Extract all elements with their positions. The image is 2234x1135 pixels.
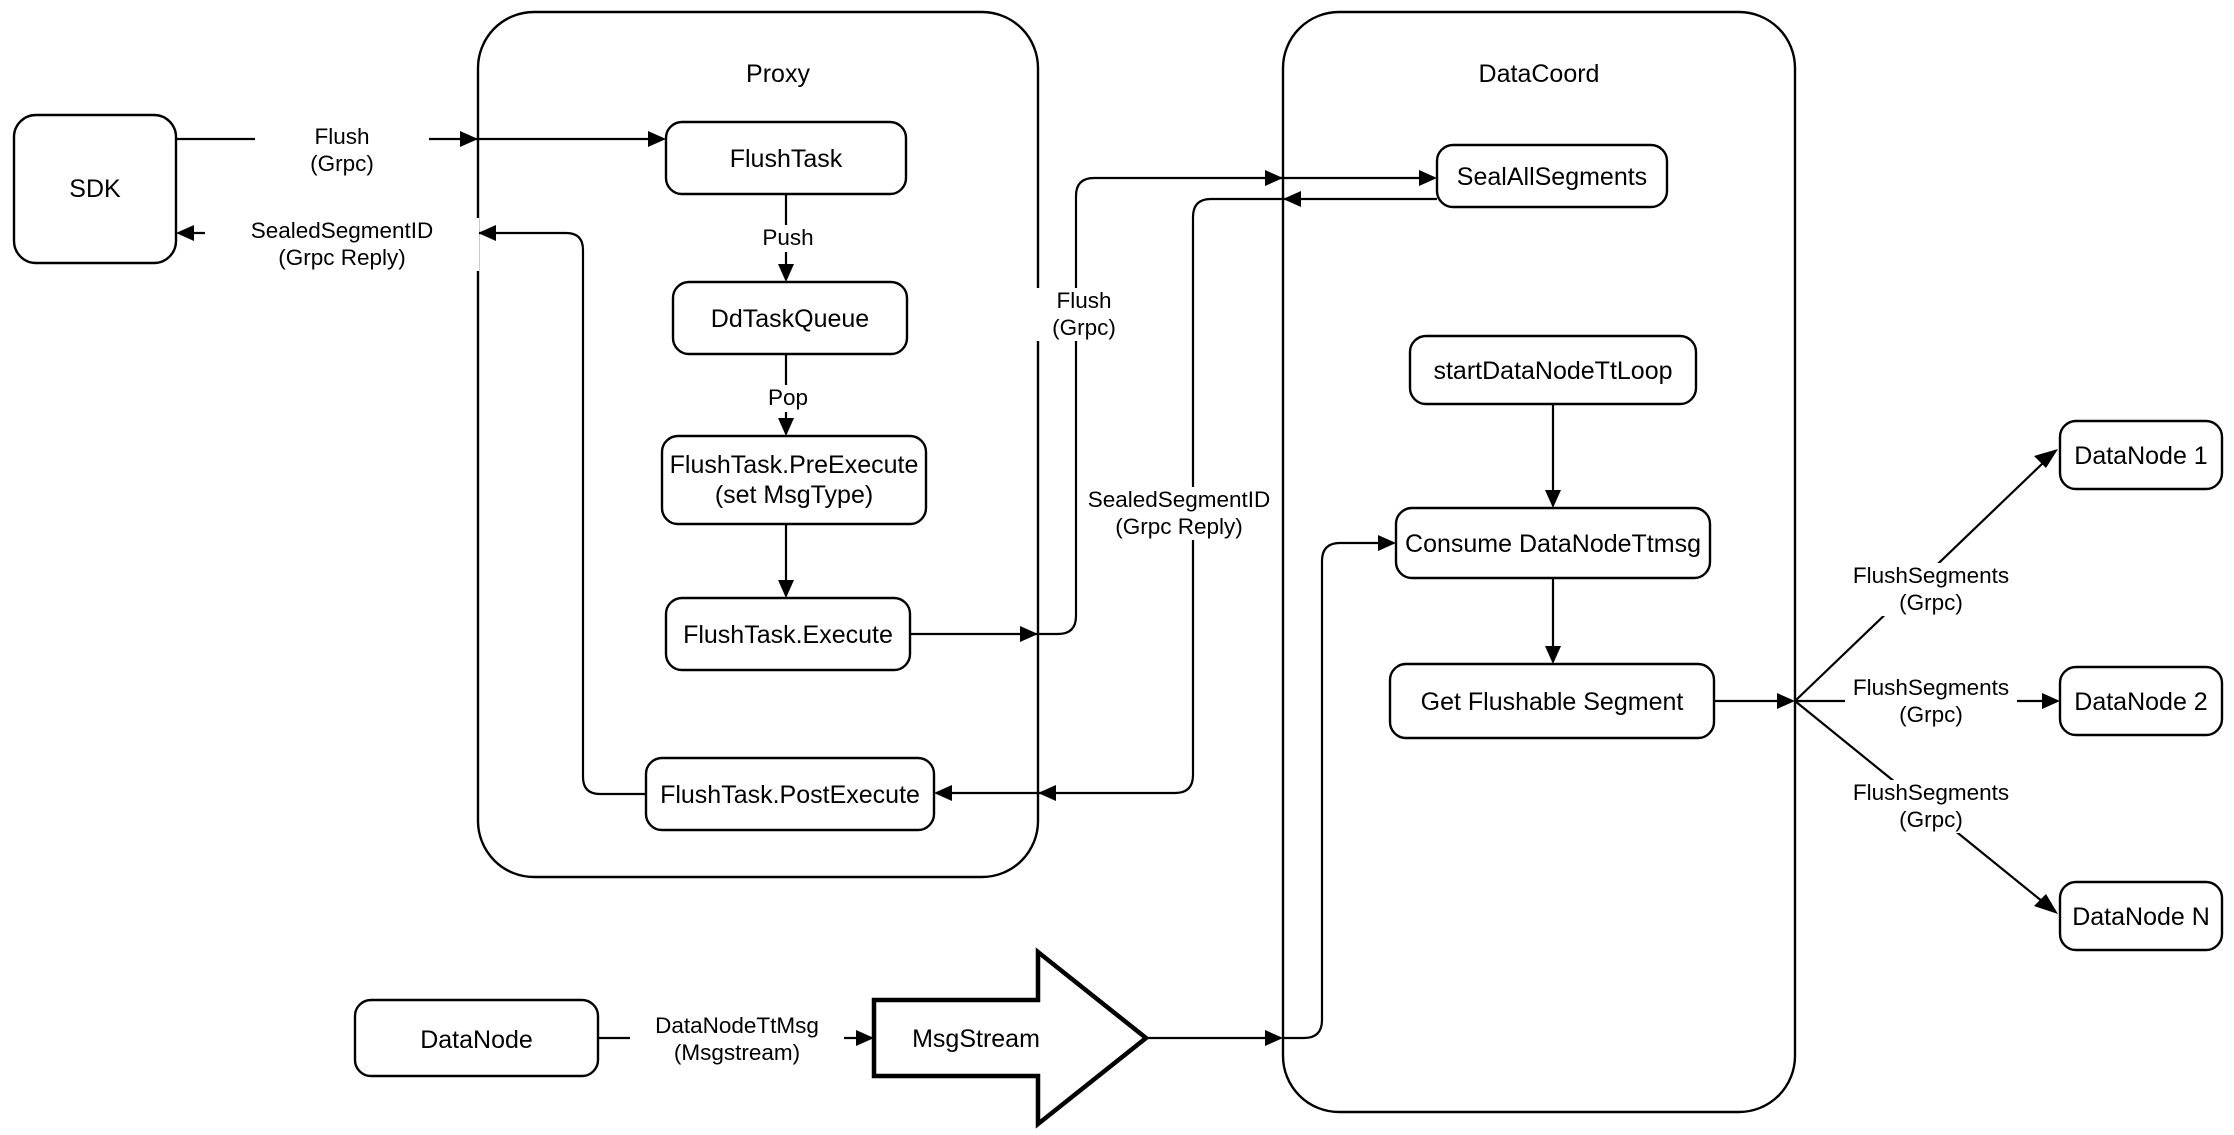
arrowhead-ttloop-to-consume: [1545, 490, 1561, 508]
node-ddtaskqueue[interactable]: [671, 280, 909, 356]
node-startdatanodettloop[interactable]: [1408, 334, 1698, 406]
arrowhead-into-datanode-n: [2034, 894, 2058, 914]
arrowhead-at-datacoord-left-boundary-in: [1265, 170, 1283, 186]
arrowhead-at-datacoord-left-boundary-out: [1283, 191, 1301, 207]
node-sdk[interactable]: [12, 113, 178, 265]
arrowhead-into-datanode-2: [2042, 693, 2060, 709]
node-datanode-n[interactable]: [2058, 880, 2224, 952]
arrowhead-into-sdk: [176, 225, 194, 241]
arrowhead-pop: [778, 418, 794, 436]
arrowhead-into-postexecute: [934, 785, 952, 801]
arrowhead-into-consume: [1378, 535, 1396, 551]
edge-datacoord-internal-to-consume: [1283, 541, 1384, 1040]
arrowhead-into-msgstream: [856, 1030, 874, 1046]
edge-execute-to-sealallsegments: [910, 176, 1426, 636]
node-postexecute[interactable]: [644, 756, 936, 832]
edge-fanout-to-datanode-1: [1794, 462, 2044, 702]
node-sealallsegments[interactable]: [1435, 143, 1669, 209]
node-msgstream[interactable]: [871, 947, 1150, 1129]
arrowhead-into-sealallsegments: [1419, 170, 1437, 186]
node-datanode[interactable]: [353, 998, 600, 1078]
edge-fanout-to-datanode-n: [1794, 700, 2044, 903]
arrowhead-at-proxy-right-boundary-out: [1020, 626, 1038, 642]
node-consumedatanodettmsg[interactable]: [1394, 506, 1712, 580]
node-execute[interactable]: [664, 596, 912, 672]
node-flushtask[interactable]: [664, 120, 908, 196]
arrowhead-into-flushtask: [648, 131, 666, 147]
node-preexecute[interactable]: [660, 434, 928, 526]
arrowhead-at-proxy-left-boundary: [478, 225, 496, 241]
arrowhead-into-datanode-1: [2034, 449, 2058, 468]
arrowhead-fanout-junction: [1777, 693, 1795, 709]
node-datanode-2[interactable]: [2058, 665, 2224, 737]
arrowhead-push: [778, 264, 794, 282]
node-datanode-1[interactable]: [2058, 419, 2224, 491]
node-getflushablesegment[interactable]: [1388, 662, 1716, 740]
arrowhead-preexecute-to-execute: [778, 580, 794, 598]
arrowhead-msgstream-to-datacoord: [1265, 1030, 1283, 1046]
edge-postexecute-to-reply: [523, 231, 646, 796]
arrowhead-at-proxy-right-boundary-in: [1038, 785, 1056, 801]
arrowhead-consume-to-getflushable: [1545, 646, 1561, 664]
arrowhead-sdk-to-proxy-boundary: [460, 131, 478, 147]
